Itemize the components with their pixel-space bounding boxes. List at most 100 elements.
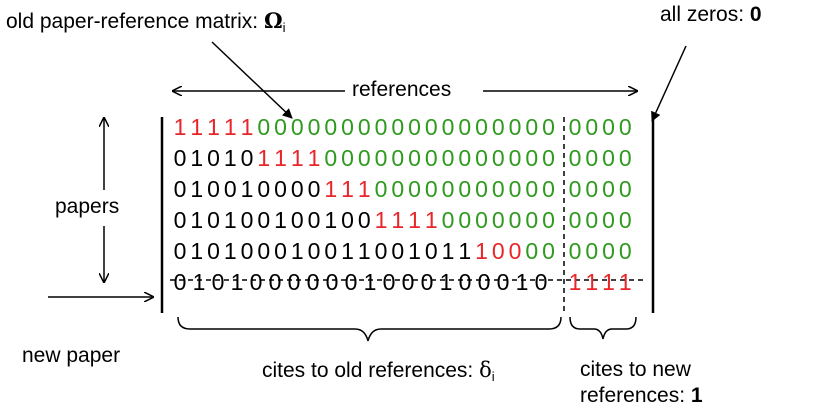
matrix-cell: 0 xyxy=(618,238,632,264)
all-zeros-pointer-arrow xyxy=(651,45,687,122)
matrix-cell: 0 xyxy=(391,114,405,140)
matrix-cell: 0 xyxy=(508,114,522,140)
all-zeros-value: 0 xyxy=(749,3,762,26)
matrix-cell: 1 xyxy=(341,238,354,264)
matrix-cell: 1 xyxy=(439,269,453,295)
matrix-cell: 0 xyxy=(240,145,254,171)
matrix-cell: 0 xyxy=(475,207,488,233)
papers-text: papers xyxy=(55,195,120,218)
matrix-cell: 0 xyxy=(424,114,438,140)
matrix-cell: 0 xyxy=(525,114,539,140)
matrix-cell: 0 xyxy=(585,145,599,171)
matrix-cell: 0 xyxy=(458,145,472,171)
matrix-cell: 0 xyxy=(357,114,371,140)
cites-new-label: cites to new references: 1 xyxy=(580,357,703,409)
matrix-cell: 1 xyxy=(374,207,388,233)
matrix-cell: 0 xyxy=(420,269,434,295)
matrix-cell: 0 xyxy=(324,145,338,171)
matrix-cell: 0 xyxy=(602,114,615,140)
matrix-cell: 0 xyxy=(207,207,220,233)
matrix-cell: 0 xyxy=(207,145,220,171)
matrix-cell: 0 xyxy=(408,176,421,202)
matrix-cell: 0 xyxy=(525,207,539,233)
matrix-cell: 0 xyxy=(374,145,388,171)
matrix-cell: 1 xyxy=(475,238,488,264)
delta-subscript: i xyxy=(491,369,495,384)
matrix-cell: 0 xyxy=(325,269,339,295)
matrix-cell: 0 xyxy=(568,176,582,202)
matrix-cell: 1 xyxy=(223,145,237,171)
matrix-cell: 0 xyxy=(307,176,321,202)
matrix-cell: 1 xyxy=(585,269,599,295)
matrix-cell: 0 xyxy=(374,176,388,202)
matrix-cell: 0 xyxy=(274,238,287,264)
matrix-cell: 0 xyxy=(602,176,615,202)
matrix-cell: 1 xyxy=(307,145,321,171)
matrix-cell: 1 xyxy=(441,238,455,264)
matrix-cell: 1 xyxy=(324,176,338,202)
matrix-cell: 0 xyxy=(542,238,555,264)
matrix-cell: 0 xyxy=(602,238,615,264)
matrix-cell: 0 xyxy=(307,238,321,264)
omega-symbol: Ω xyxy=(263,8,283,33)
matrix-cell: 0 xyxy=(525,238,539,264)
new-paper-label: new paper xyxy=(22,344,120,368)
matrix-cell: 0 xyxy=(585,114,599,140)
matrix-cell: 0 xyxy=(424,238,438,264)
matrix-cell: 1 xyxy=(190,176,204,202)
old-matrix-label: old paper-reference matrix: Ωi xyxy=(6,8,286,36)
matrix-cell: 0 xyxy=(525,176,539,202)
matrix-cell: 0 xyxy=(173,145,187,171)
matrix-cell: 1 xyxy=(290,145,304,171)
matrix-cell: 1 xyxy=(190,145,204,171)
matrix-cell: 1 xyxy=(173,114,187,140)
references-text: references xyxy=(352,78,452,101)
matrix-cell: 0 xyxy=(290,207,304,233)
matrix-cell: 1 xyxy=(408,238,421,264)
matrix-cell: 0 xyxy=(441,114,455,140)
cites-old-label: cites to old references: δi xyxy=(262,358,495,385)
matrix-cell: 0 xyxy=(491,145,505,171)
matrix-cell: 0 xyxy=(458,207,472,233)
matrix-cell: 0 xyxy=(491,176,505,202)
references-label: references xyxy=(352,78,451,102)
matrix-cell: 1 xyxy=(240,176,254,202)
matrix-cell: 0 xyxy=(441,145,455,171)
cites-new-line1: cites to new xyxy=(580,358,691,381)
matrix-cell: 0 xyxy=(508,207,522,233)
matrix-cell: 1 xyxy=(341,176,354,202)
matrix-cell: 0 xyxy=(508,238,522,264)
matrix-cell: 0 xyxy=(618,176,632,202)
matrix-cell: 1 xyxy=(515,269,529,295)
matrix-cell: 0 xyxy=(374,238,388,264)
matrix-cell: 0 xyxy=(441,207,455,233)
matrix-cell: 0 xyxy=(324,238,338,264)
matrix-cell: 0 xyxy=(401,269,415,295)
matrix-cell: 0 xyxy=(344,269,358,295)
matrix-cell: 0 xyxy=(542,176,555,202)
matrix-cell: 0 xyxy=(173,269,187,295)
matrix-cell: 0 xyxy=(542,145,555,171)
matrix-cell: 1 xyxy=(363,269,377,295)
cites-new-value: 1 xyxy=(690,384,703,407)
cites-new-line2-wrap: references: 1 xyxy=(580,383,703,409)
matrix-cell: 1 xyxy=(190,114,204,140)
matrix-cell: 0 xyxy=(307,207,321,233)
matrix-cell: 0 xyxy=(542,114,555,140)
matrix-cell: 0 xyxy=(306,269,320,295)
matrix-cell: 1 xyxy=(274,145,287,171)
cites-new-line2: references: xyxy=(580,384,686,407)
matrix-cell: 0 xyxy=(475,114,488,140)
matrix-cell: 0 xyxy=(458,176,472,202)
matrix-cell: 0 xyxy=(618,114,632,140)
matrix-cell: 1 xyxy=(240,114,254,140)
matrix-cell: 0 xyxy=(240,238,254,264)
matrix-cell: 0 xyxy=(357,145,371,171)
matrix-cell: 0 xyxy=(525,145,539,171)
delta-symbol: δ xyxy=(479,358,492,382)
matrix-cell: 0 xyxy=(211,269,225,295)
matrix-cell: 0 xyxy=(477,269,491,295)
matrix-cell: 0 xyxy=(257,176,271,202)
matrix-cell: 0 xyxy=(290,176,304,202)
matrix-cell: 0 xyxy=(585,176,599,202)
